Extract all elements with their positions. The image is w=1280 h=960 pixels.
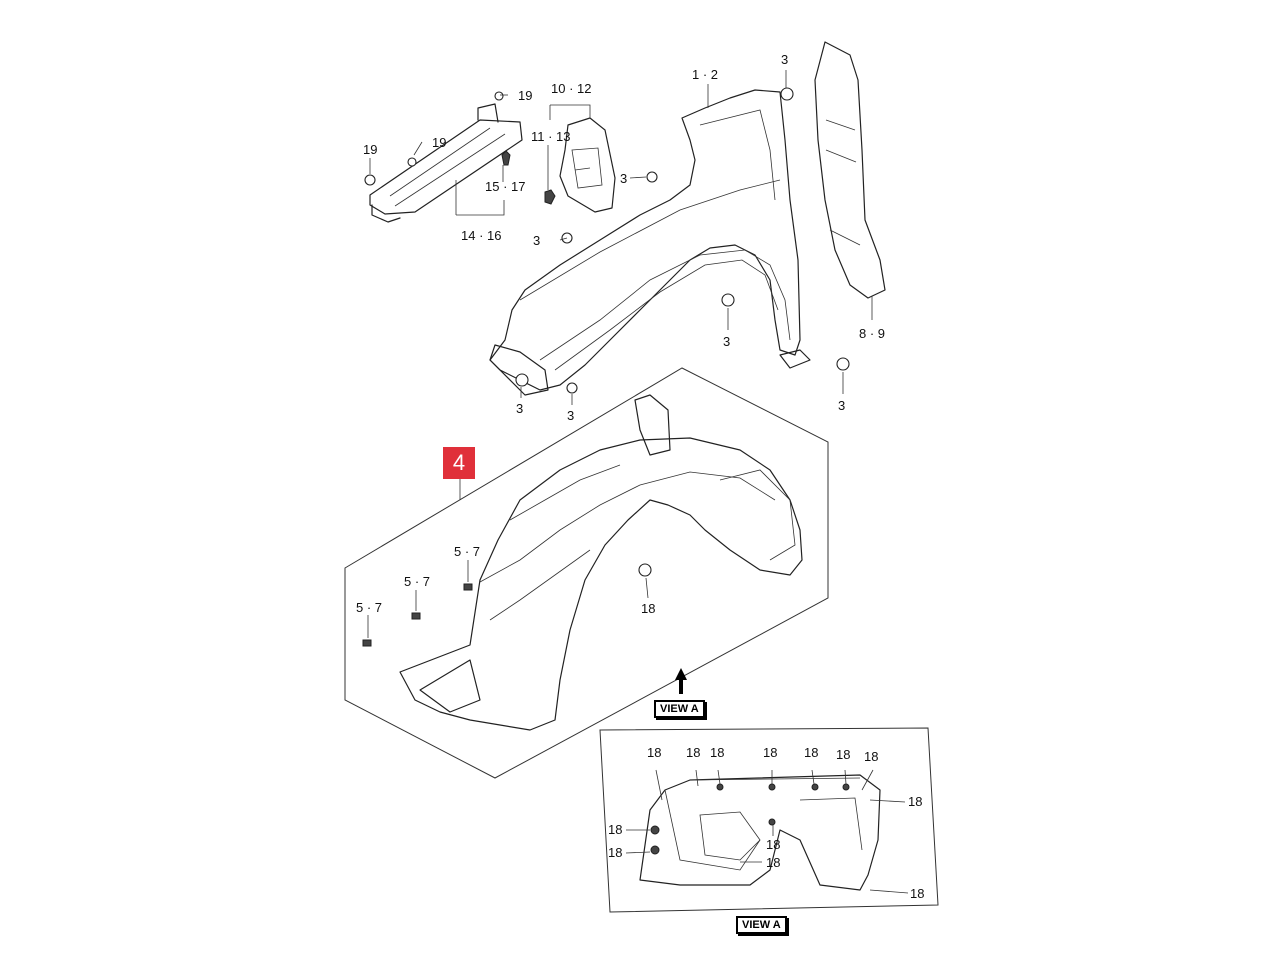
view-a-arrow <box>675 668 687 694</box>
view-a-frame <box>599 727 939 913</box>
callout-screw-18: 18 <box>641 601 656 616</box>
liner-part-number-badge[interactable]: 4 <box>443 447 475 479</box>
callout-bolt-3: 3 <box>723 334 731 349</box>
callout-fender: 1 · 2 <box>692 67 719 82</box>
view-a-label-18: 18 <box>710 745 725 760</box>
view-a-label-18: 18 <box>608 845 623 860</box>
bracket-10-12 <box>544 117 658 213</box>
callout-screw-19: 19 <box>363 142 378 157</box>
callout-bolt-3: 3 <box>781 52 789 67</box>
view-a-label-18: 18 <box>766 855 781 870</box>
callout-screw-19: 19 <box>432 135 447 150</box>
fender-liner <box>362 394 803 731</box>
callout-bracket-10-12: 10 · 12 <box>551 81 592 96</box>
view-a-label-18: 18 <box>686 745 701 760</box>
view-a-detail <box>639 774 881 891</box>
callout-clip-5-7: 5 · 7 <box>454 544 481 559</box>
view-a-label-18: 18 <box>908 794 923 809</box>
bracket-rail <box>364 91 523 223</box>
view-a-label-18: 18 <box>804 745 819 760</box>
callout-rail: 14 · 16 <box>461 228 502 243</box>
view-a-inset-tag: VIEW A <box>736 916 787 935</box>
view-a-label-18: 18 <box>766 837 781 852</box>
leader-lines <box>367 70 909 894</box>
callout-bolt-3: 3 <box>516 401 524 416</box>
callout-bolt-3: 3 <box>620 171 628 186</box>
callout-clip-5-7: 5 · 7 <box>404 574 431 589</box>
callout-screw-19: 19 <box>518 88 533 103</box>
view-a-arrow-tag: VIEW A <box>654 700 705 719</box>
liner-frame <box>344 367 829 779</box>
view-a-label-18: 18 <box>836 747 851 762</box>
view-a-label-18: 18 <box>763 745 778 760</box>
callout-clip-5-7: 5 · 7 <box>356 600 383 615</box>
view-a-label-18: 18 <box>608 822 623 837</box>
view-a-label-18: 18 <box>910 886 925 901</box>
callout-bolt-3: 3 <box>533 233 541 248</box>
callout-bolt-3: 3 <box>838 398 846 413</box>
view-a-label-18: 18 <box>647 745 662 760</box>
pillar-trim <box>814 41 886 299</box>
fender-panel <box>489 87 850 396</box>
view-a-label-18: 18 <box>864 749 879 764</box>
callout-bracket-11-13: 11 · 13 <box>531 129 571 144</box>
callout-clip-15-17: 15 · 17 <box>485 179 526 194</box>
callout-bolt-3: 3 <box>567 408 575 423</box>
callout-pillar-trim: 8 · 9 <box>859 326 886 341</box>
